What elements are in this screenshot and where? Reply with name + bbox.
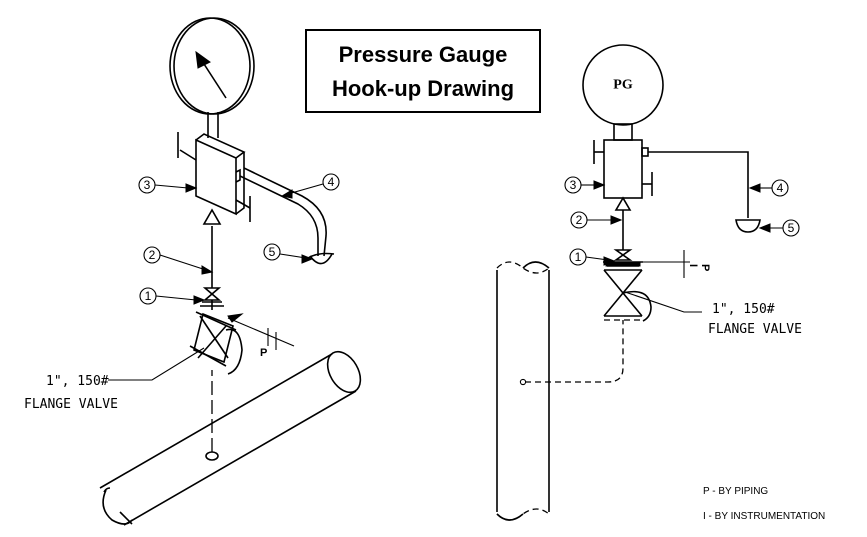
legend-item-piping: P - BY PIPING	[703, 486, 768, 497]
svg-text:3: 3	[570, 178, 577, 192]
right-flange-valve	[603, 261, 652, 322]
right-callout-4: 4	[748, 179, 789, 197]
left-flange-valve	[189, 300, 243, 375]
right-root-valve	[613, 249, 633, 261]
svg-text:1", 150#: 1", 150#	[46, 374, 109, 389]
left-callout-5: 5	[263, 243, 314, 264]
right-valve-note: 1", 150# FLANGE VALVE	[624, 291, 802, 337]
right-elevation-view: I P PG	[496, 44, 802, 521]
svg-text:2: 2	[576, 213, 583, 227]
svg-text:FLANGE VALVE: FLANGE VALVE	[708, 322, 802, 337]
svg-text:4: 4	[777, 181, 784, 195]
svg-text:5: 5	[788, 221, 795, 235]
left-piping-mark: P	[260, 347, 267, 359]
title-block: Pressure Gauge Hook-up Drawing	[305, 29, 541, 113]
title-line-2: Hook-up Drawing	[332, 76, 514, 101]
left-callout-4: 4	[280, 173, 340, 199]
right-pressure-gauge: PG	[582, 44, 664, 126]
right-gauge-valve	[593, 139, 653, 199]
left-pipe-tap	[205, 451, 219, 461]
left-process-pipe	[99, 350, 362, 526]
gauge-label: PG	[613, 78, 633, 93]
title-line-1: Pressure Gauge	[339, 42, 508, 67]
legend: P - BY PIPING I - BY INSTRUMENTATION	[703, 486, 825, 522]
left-isometric-view: P	[24, 17, 362, 526]
right-snubber	[614, 196, 632, 211]
right-callout-5: 5	[758, 219, 800, 237]
right-callout-2: 2	[570, 211, 623, 229]
left-callout-3: 3	[138, 176, 198, 194]
left-gauge-valve	[177, 132, 251, 222]
left-callout-1: 1	[139, 287, 206, 305]
svg-text:3: 3	[144, 178, 151, 192]
svg-text:2: 2	[149, 248, 156, 262]
right-tap-line	[525, 320, 624, 383]
left-valve-note: 1", 150# FLANGE VALVE	[24, 347, 205, 412]
left-drain-cup	[309, 253, 333, 265]
right-drain-cup	[735, 219, 761, 233]
right-mark-i: I	[687, 264, 699, 267]
svg-text:4: 4	[328, 175, 335, 189]
right-mark-p: P	[699, 264, 711, 271]
svg-text:1: 1	[145, 289, 152, 303]
right-process-pipe	[496, 261, 550, 521]
right-callout-3: 3	[564, 176, 606, 194]
svg-text:1", 150#: 1", 150#	[712, 302, 775, 317]
right-callout-1: 1	[569, 248, 616, 266]
gauge-needle-arrow	[195, 50, 211, 69]
right-drain-line	[648, 151, 749, 218]
svg-text:5: 5	[269, 245, 276, 259]
left-callout-2: 2	[143, 246, 214, 275]
left-pressure-gauge	[169, 17, 255, 115]
svg-text:FLANGE VALVE: FLANGE VALVE	[24, 397, 118, 412]
right-scope-break: I P	[640, 250, 711, 278]
left-drain-line	[239, 175, 319, 256]
left-snubber	[202, 208, 222, 225]
legend-item-instrumentation: I - BY INSTRUMENTATION	[703, 511, 825, 522]
svg-text:1: 1	[575, 250, 582, 264]
